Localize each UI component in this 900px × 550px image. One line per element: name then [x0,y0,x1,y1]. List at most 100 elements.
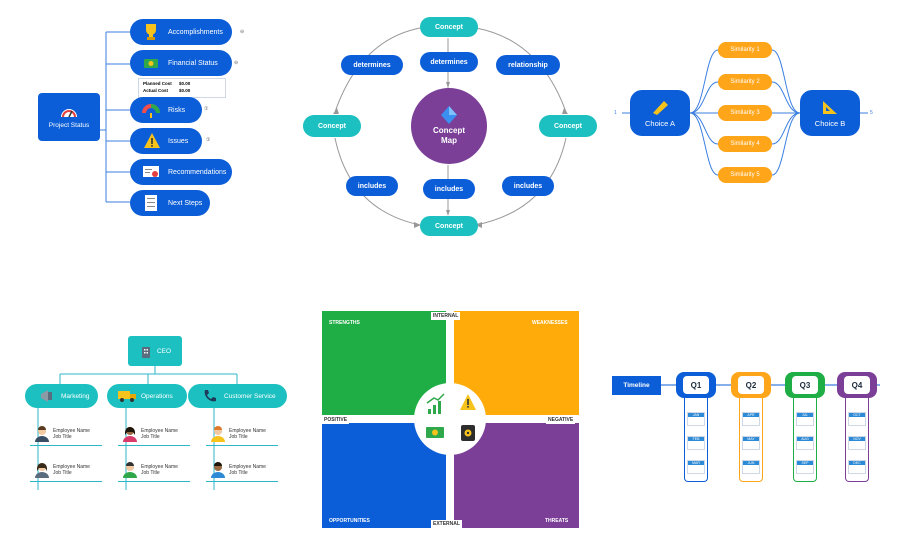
similarity-node[interactable]: Similarity 2 [718,74,772,90]
quarter-node[interactable]: Q4 [837,372,877,398]
expand-marker[interactable]: ① [206,137,211,143]
month-calendar[interactable]: JUL [796,412,814,426]
department-node[interactable]: Customer Service [188,384,287,408]
quarter-label: Q3 [799,380,811,390]
link-relationship[interactable]: relationship [496,55,560,75]
similarity-node[interactable]: Similarity 1 [718,42,772,58]
month-calendar[interactable]: SEP [796,460,814,474]
checklist-icon [143,194,159,212]
financial-status-node[interactable]: Financial Status [130,50,232,76]
choice-a-label: Choice A [644,118,676,128]
concept-node-right[interactable]: Concept [539,115,597,137]
link-label: includes [513,182,543,190]
timeline-label-box[interactable]: Timeline [612,376,661,395]
month-calendar[interactable]: MAR [687,460,705,474]
month-calendar[interactable]: FEB [687,436,705,450]
month-calendar[interactable]: OCT [848,412,866,426]
risks-label: Risks [168,106,186,114]
issues-node[interactable]: Issues [130,128,202,154]
next-steps-label: Next Steps [168,199,203,207]
month-label: JAN [688,413,704,417]
next-steps-node[interactable]: Next Steps [130,190,210,216]
similarity-label: Similarity 5 [730,172,760,178]
link-label: includes [434,185,464,193]
concept-label: Concept [318,122,346,130]
project-status-root[interactable]: Project Status [38,93,100,141]
link-includes-center[interactable]: includes [423,179,475,199]
quarter-node[interactable]: Q2 [731,372,771,398]
month-calendar[interactable]: DEC [848,460,866,474]
positive-label: POSITIVE [322,416,350,424]
month-calendar[interactable]: NOV [848,436,866,450]
avatar [35,462,49,478]
collapse-marker[interactable]: ⊖ [240,29,245,35]
accomplishments-node[interactable]: Accomplishments [130,19,232,45]
financial-table: Planned Cost $0.00 Actual Cost $0.00 [138,78,226,98]
quarter-column [845,398,869,482]
quarter-node[interactable]: Q3 [785,372,825,398]
choice-a-node[interactable]: Choice A [630,90,690,136]
similarity-label: Similarity 1 [730,47,760,53]
link-label: determines [353,61,391,69]
issues-label: Issues [168,137,189,145]
collapse-marker[interactable]: ⊖ [234,60,239,66]
employee-name: Employee Name [53,427,90,434]
choice-b-label: Choice B [814,118,846,128]
collapse-marker[interactable]: 1 [614,110,617,116]
month-label: JUN [743,461,759,465]
month-label: NOV [849,437,865,441]
link-determines-left[interactable]: determines [341,55,403,75]
link-includes-right[interactable]: includes [502,176,554,196]
recommendations-label: Recommendations [168,168,227,176]
link-includes-left[interactable]: includes [346,176,398,196]
recommendations-node[interactable]: Recommendations [130,159,232,185]
quarter-column [793,398,817,482]
avatar [123,461,137,478]
concept-label: Concept [435,23,463,31]
concept-node-bottom[interactable]: Concept [420,216,478,236]
gauge-icon [61,109,77,118]
avatar [211,461,225,478]
department-node[interactable]: Marketing [25,384,98,408]
job-title: Job Title [141,433,160,440]
ceo-node[interactable]: CEO [128,336,182,366]
employee-name: Employee Name [141,463,178,470]
concept-map-center[interactable]: Concept Map [411,88,487,164]
month-calendar[interactable]: MAY [742,436,760,450]
department-node[interactable]: Operations [107,384,187,408]
weaknesses-label: WEAKNESSES [532,320,568,326]
month-label: AUG [797,437,813,441]
ceo-label: CEO [156,347,172,355]
collapse-marker[interactable]: 5 [870,110,873,116]
risks-node[interactable]: Risks [130,97,202,123]
quarter-column [684,398,708,482]
similarity-node[interactable]: Similarity 3 [718,105,772,121]
quarter-node[interactable]: Q1 [676,372,716,398]
similarity-node[interactable]: Similarity 4 [718,136,772,152]
similarity-label: Similarity 2 [730,79,760,85]
choice-b-node[interactable]: Choice B [800,90,860,136]
link-determines-center[interactable]: determines [420,52,478,72]
money-icon [426,427,444,438]
month-label: JUL [797,413,813,417]
concept-node-top[interactable]: Concept [420,17,478,37]
similarity-node[interactable]: Similarity 5 [718,167,772,183]
expand-marker[interactable]: ① [204,106,209,112]
department-label: Marketing [61,392,90,400]
month-calendar[interactable]: APR [742,412,760,426]
job-title: Job Title [141,469,160,476]
concept-node-left[interactable]: Concept [303,115,361,137]
similarity-label: Similarity 3 [730,110,760,116]
month-calendar[interactable]: JAN [687,412,705,426]
month-calendar[interactable]: JUN [742,460,760,474]
month-calendar[interactable]: AUG [796,436,814,450]
growth-chart-icon [426,393,445,414]
month-label: DEC [849,461,865,465]
